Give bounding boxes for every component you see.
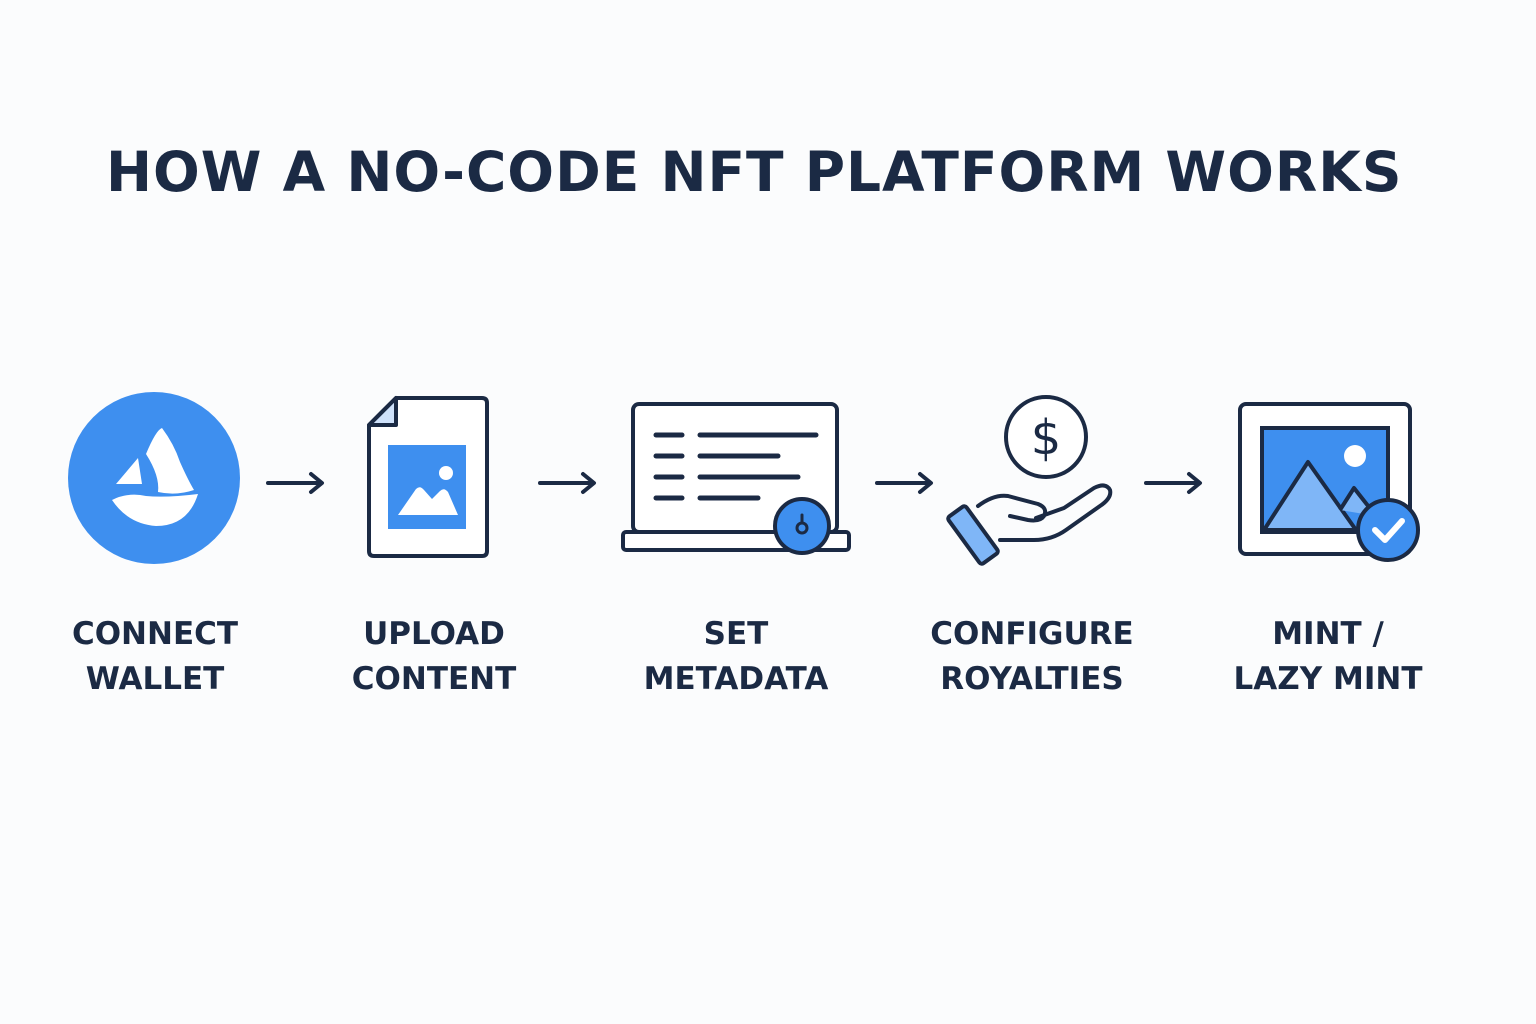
sailboat-logo-icon [68, 392, 240, 564]
arrow-right-icon [538, 472, 596, 494]
svg-text:$: $ [1031, 410, 1062, 466]
arrow-right-icon [875, 472, 933, 494]
step-label-connect-wallet: CONNECT WALLET [71, 616, 239, 697]
step-label-upload-content: UPLOAD CONTENT [351, 616, 517, 697]
arrow-right-icon [266, 472, 324, 494]
step-label-mint: MINT / LAZY MINT [1233, 616, 1423, 697]
step-label-configure-royalties: CONFIGURE ROYALTIES [930, 616, 1134, 697]
arrow-right-icon [1144, 472, 1202, 494]
page-title: HOW A NO-CODE NFT PLATFORM WORKS [106, 140, 1403, 204]
framed-image-check-icon [1238, 402, 1420, 562]
image-file-icon [367, 396, 489, 558]
hand-dollar-coin-icon: $ [946, 395, 1113, 566]
laptop-metadata-icon [621, 402, 851, 555]
step-label-set-metadata: SET METADATA [643, 616, 829, 697]
